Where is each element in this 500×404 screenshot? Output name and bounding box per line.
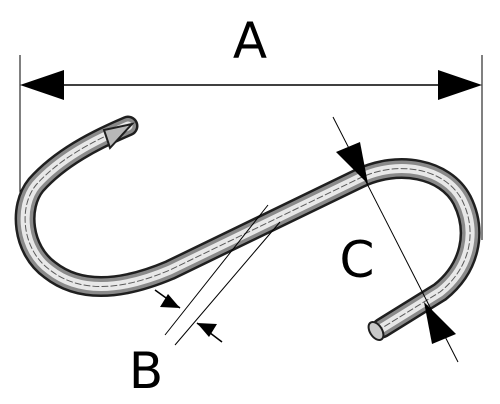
hook-blunt-end [367,320,385,342]
dimension-a: A [19,12,483,240]
dimension-b-extension-1 [164,204,269,336]
dimension-b-label: B [129,342,163,400]
s-hook [14,115,481,339]
hook-pointed-tip [102,122,135,150]
dimension-c-arrow-top [336,142,368,184]
dimension-b-extension-2 [174,221,281,346]
dimension-c: C [332,116,459,363]
dimension-b: B [129,204,281,400]
dimension-a-arrow-right [438,70,482,100]
dimension-c-arrow-bottom [424,302,456,344]
dimension-a-arrow-left [20,70,64,100]
dimension-b-arrow-1 [160,294,180,308]
dimension-c-label: C [340,231,375,289]
dimension-b-arrow-2 [197,323,217,337]
dimension-a-label: A [233,12,267,70]
